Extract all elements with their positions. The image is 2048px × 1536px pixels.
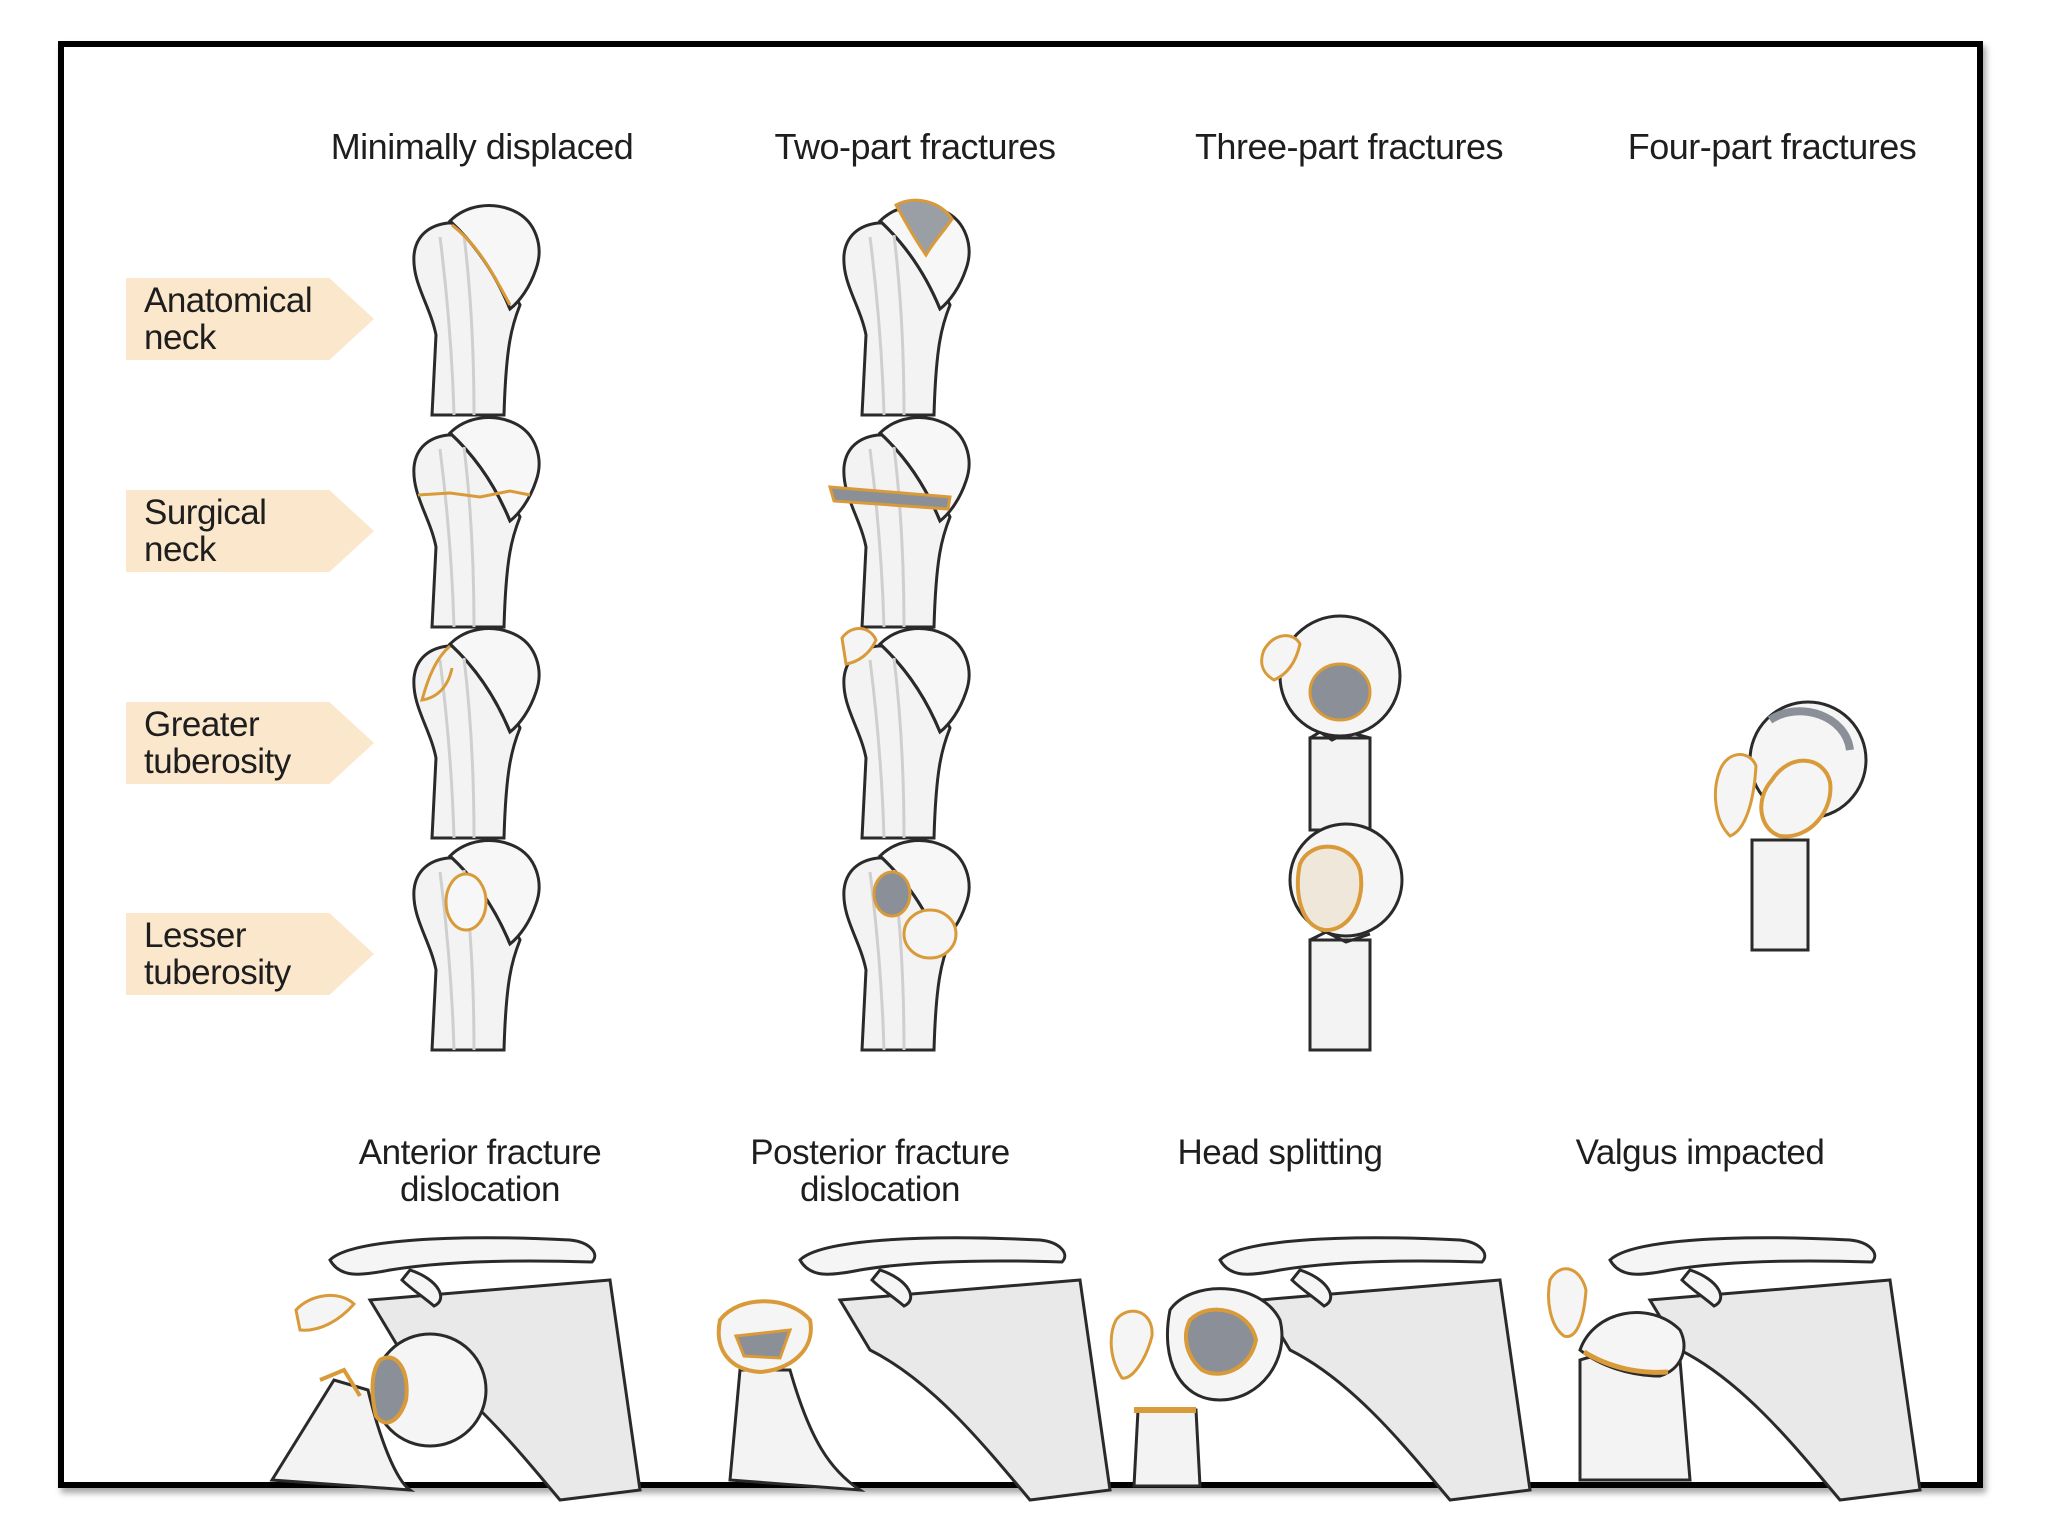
col-header-four-part: Four-part fractures: [1627, 126, 1917, 167]
humerus-threepart-greater: [1260, 614, 1402, 832]
humerus-twopart-lesser: [842, 839, 971, 1052]
humerus-minimal-lesser: [412, 839, 541, 1052]
row-label-surgical-neck: Surgical neck: [144, 493, 267, 569]
panel-header-anterior-dislocation: Anterior fracture dislocation: [358, 1133, 602, 1209]
humerus-twopart-surgical: [827, 416, 971, 629]
shoulder-valgus-impacted: [1547, 1236, 1922, 1502]
humerus-minimal-surgical: [412, 416, 541, 629]
shoulder-posterior-dislocation: [716, 1236, 1112, 1502]
row-tag-greater-tuberosity: Greater tuberosity: [126, 702, 374, 784]
panel-header-head-splitting: Head splitting: [1177, 1133, 1383, 1172]
panel-header-valgus-impacted: Valgus impacted: [1575, 1133, 1825, 1172]
row-label-lesser-tuberosity: Lesser tuberosity: [144, 916, 291, 992]
humerus-minimal-anatomical: [412, 204, 541, 417]
col-header-three-part: Three-part fractures: [1194, 126, 1504, 167]
row-tag-lesser-tuberosity: Lesser tuberosity: [126, 913, 374, 995]
panel-header-posterior-dislocation: Posterior fracture dislocation: [750, 1133, 1010, 1209]
row-label-greater-tuberosity: Greater tuberosity: [144, 705, 291, 781]
humerus-minimal-greater: [412, 627, 541, 840]
humerus-twopart-greater: [840, 627, 971, 840]
col-header-two-part: Two-part fractures: [774, 126, 1056, 167]
col-header-minimally-displaced: Minimally displaced: [330, 126, 634, 167]
humerus-threepart-lesser: [1288, 822, 1404, 1052]
row-label-anatomical-neck: Anatomical neck: [144, 281, 313, 357]
humerus-fourpart: [1713, 700, 1868, 952]
row-tag-anatomical-neck: Anatomical neck: [126, 278, 374, 360]
row-tag-surgical-neck: Surgical neck: [126, 490, 374, 572]
humerus-twopart-anatomical: [842, 198, 971, 417]
shoulder-head-splitting: [1109, 1236, 1532, 1502]
shoulder-anterior-dislocation: [269, 1236, 642, 1502]
